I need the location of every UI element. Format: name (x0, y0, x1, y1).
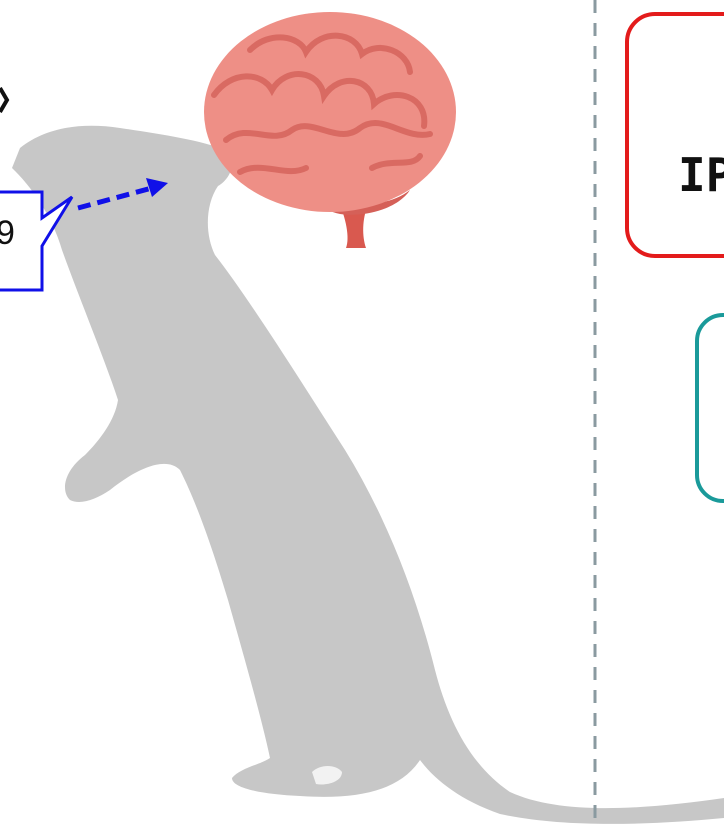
rat-silhouette (12, 125, 724, 824)
ip-label: IP (678, 148, 724, 202)
dashed-arrow (77, 178, 168, 211)
callout-glyph: 9 (0, 214, 15, 252)
red-ip-box (625, 12, 724, 258)
speech-callout (0, 190, 74, 292)
teal-box (695, 313, 724, 503)
brain-icon (204, 12, 456, 248)
cut-off-glyph (0, 86, 10, 114)
